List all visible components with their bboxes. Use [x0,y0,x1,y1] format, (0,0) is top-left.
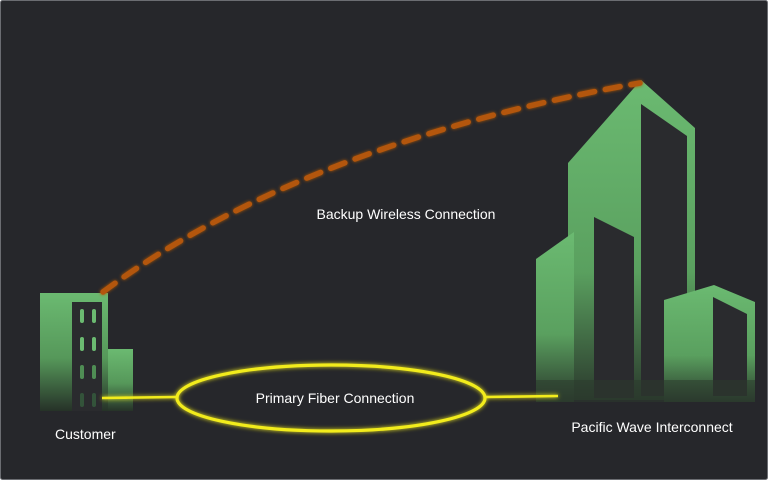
primary-connection-label: Primary Fiber Connection [256,390,415,406]
interconnect-label: Pacific Wave Interconnect [571,419,732,435]
customer-label: Customer [55,426,116,442]
interconnect-buildings [536,80,755,402]
fiber-link [101,363,559,433]
customer-building-windows [80,309,96,407]
wireless-link [100,80,643,295]
backup-connection-label: Backup Wireless Connection [317,206,496,222]
customer-building [40,293,133,411]
